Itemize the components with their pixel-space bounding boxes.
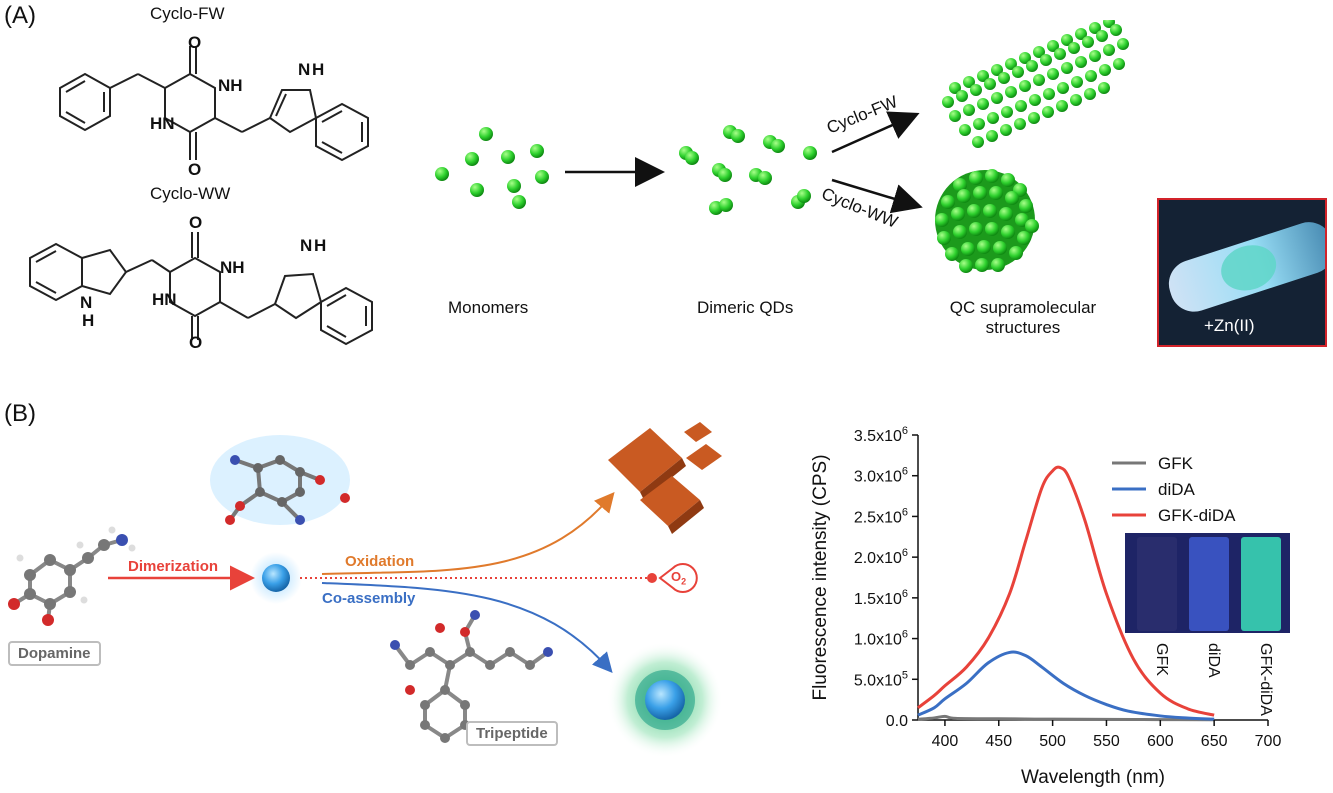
- tripeptide-tag: Tripeptide: [466, 721, 558, 746]
- vial-image: [1159, 200, 1325, 345]
- dopamine-tag: Dopamine: [8, 641, 101, 666]
- pathway-scheme: [8, 422, 723, 758]
- dimer-particles: [679, 125, 817, 215]
- y-tick-label: 2.5x106: [854, 506, 908, 526]
- y-tick-label: 5.0x105: [854, 669, 908, 689]
- atom-o-ww-bottom: O: [189, 333, 203, 352]
- series-line-gfk-dida: [917, 465, 1215, 717]
- oxidation-label: Oxidation: [345, 553, 415, 570]
- dimer-molecule: [210, 435, 350, 525]
- inset-label: GFK: [1153, 643, 1170, 676]
- stage-dimeric-qds: Dimeric QDs: [697, 298, 794, 317]
- legend-label-dida: diDA: [1158, 480, 1196, 499]
- atom-h-ww-left: H: [82, 311, 95, 330]
- dopamine-molecule: [8, 526, 136, 626]
- y-tick-label: 1.0x106: [854, 629, 908, 649]
- indole-benzene-ring-left: [29, 242, 83, 302]
- indole-benzene-ring-right: [320, 286, 373, 346]
- stage-supramolecular: QC supramolecular structures: [928, 298, 1118, 338]
- legend-label-gfk: GFK: [1158, 454, 1194, 473]
- x-tick-label: 700: [1255, 733, 1282, 750]
- stage-monomers: Monomers: [448, 298, 529, 317]
- oxidation-arrow: [321, 491, 615, 575]
- y-axis-label: Fluorescence intensity (CPS): [810, 454, 831, 700]
- coassembly-arrow: [321, 582, 613, 674]
- y-tick-label: 3.5x106: [854, 425, 908, 445]
- x-tick-label: 650: [1201, 733, 1228, 750]
- coassembly-core: [645, 680, 685, 720]
- x-tick-label: 550: [1093, 733, 1120, 750]
- monomer-particles: [435, 127, 549, 209]
- chemical-structures: [29, 46, 373, 346]
- dimerization-label: Dimerization: [128, 558, 219, 575]
- series-line-gfk: [917, 714, 1215, 722]
- cyclo-fw-name: Cyclo-FW: [150, 4, 225, 23]
- cuvette: [1137, 537, 1177, 631]
- cuvette: [1189, 537, 1229, 631]
- cyclo-ww-name: Cyclo-WW: [150, 184, 231, 203]
- atom-hn-ww: HN: [152, 290, 177, 309]
- y-tick-label: 0.0: [886, 713, 908, 730]
- atom-hn-fw: HN: [150, 114, 175, 133]
- oxidation-product-flakes: [608, 422, 722, 534]
- fluorescence-chart: 400 450 500 550 600 650 700 0.0 5.0x105 1.0x106 1.…: [810, 425, 1290, 788]
- atom-n-ww-left: N: [80, 293, 93, 312]
- rod-structure: [942, 20, 1129, 148]
- vial-caption: +Zn(II): [1204, 316, 1255, 335]
- oxygen-symbol: O: [671, 569, 682, 584]
- tripeptide-molecule: [390, 610, 553, 743]
- atom-o-fw-top: O: [188, 33, 202, 52]
- y-tick-label: 2.0x106: [854, 547, 908, 567]
- y-tick-label: 3.0x106: [854, 466, 908, 486]
- intermediate-particle: [262, 564, 290, 592]
- stage-supramolecular-line2: structures: [985, 318, 1061, 337]
- indole-pyrrole-ring: [268, 89, 318, 134]
- legend-label-gfk-dida: GFK-diDA: [1158, 506, 1236, 525]
- x-axis-label: Wavelength (nm): [1021, 767, 1165, 788]
- oxygen-label: O2: [671, 569, 686, 587]
- indole-benzene-ring: [315, 102, 369, 162]
- arrow-to-rod: [831, 111, 920, 154]
- oxygen-subscript: 2: [681, 576, 687, 587]
- atom-o-ww-top: O: [189, 213, 203, 232]
- oxygen-bubble: [658, 563, 698, 593]
- inset-label: diDA: [1205, 643, 1222, 678]
- atom-h-ww-right: H: [314, 236, 327, 255]
- diketopiperazine-ring-ww: [169, 256, 221, 318]
- atom-h-fw-indole: H: [312, 60, 325, 79]
- assembly-scheme: [435, 20, 1129, 273]
- atom-o-fw-bottom: O: [188, 160, 202, 179]
- atom-n-ww-right: N: [300, 236, 313, 255]
- x-tick-label: 400: [932, 733, 959, 750]
- stage-supramolecular-line1: QC supramolecular: [949, 298, 1097, 317]
- series-line-dida: [917, 650, 1215, 721]
- sphere-structure: [935, 169, 1039, 273]
- benzene-ring: [59, 72, 111, 132]
- x-tick-label: 500: [1039, 733, 1066, 750]
- inset-label: GFK-diDA: [1257, 643, 1274, 716]
- coassembly-label: Co-assembly: [322, 590, 416, 607]
- cuvette: [1241, 537, 1281, 631]
- vial-photo: +Zn(II): [1157, 198, 1327, 347]
- atom-n-fw-indole: N: [298, 60, 311, 79]
- atom-nh-ww: NH: [220, 258, 245, 277]
- panel-b-label: (B): [4, 400, 36, 427]
- indole-pyrrole-ring-right: [273, 272, 323, 320]
- x-tick-label: 600: [1147, 733, 1174, 750]
- arrow-to-sphere: [831, 178, 923, 214]
- x-tick-label: 450: [985, 733, 1012, 750]
- panel-a-label: (A): [4, 2, 36, 29]
- y-tick-label: 1.5x106: [854, 588, 908, 608]
- oxygen-dot: [647, 573, 657, 583]
- atom-nh-fw: NH: [218, 76, 243, 95]
